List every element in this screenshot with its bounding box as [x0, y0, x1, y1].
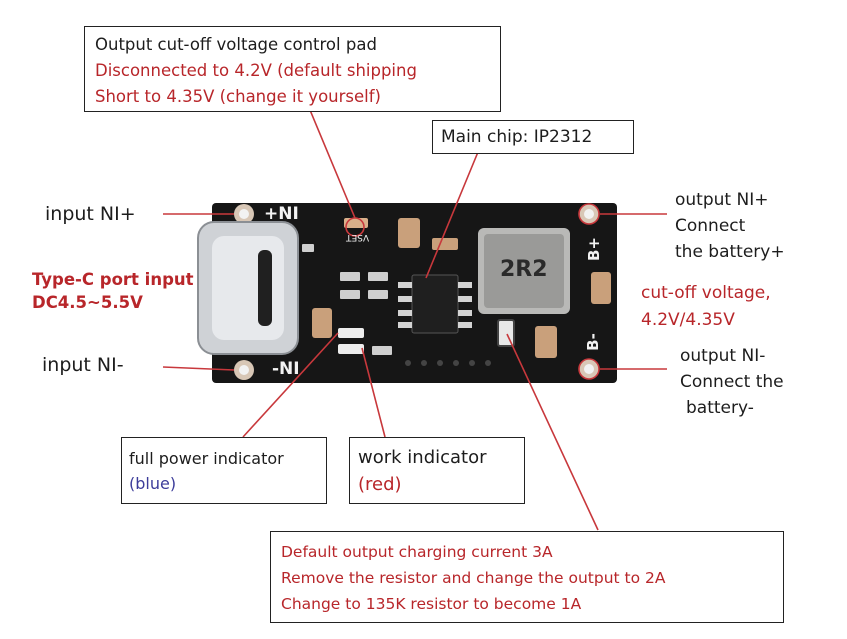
inductor-marking: 2R2 [500, 257, 548, 282]
input-pos-label: input NI+ [45, 203, 136, 225]
cutoff-voltage-values: 4.2V/4.35V [641, 310, 735, 330]
cutoff-control-pad-box: Output cut-off voltage control pad Disco… [84, 26, 501, 112]
main-chip-label: Main chip: IP2312 [441, 127, 593, 147]
output-neg-connect: Connect the [680, 372, 784, 392]
cutoff-pad-short: Short to 4.35V (change it yourself) [95, 87, 381, 106]
cutoff-voltage-label: cut-off voltage, [641, 283, 771, 303]
capacitor [535, 326, 557, 358]
cutoff-pad-title: Output cut-off voltage control pad [95, 35, 377, 54]
board-label-vset: VSET [346, 232, 370, 242]
current-1a: Change to 135K resistor to become 1A [281, 595, 582, 613]
main-chip-box: Main chip: IP2312 [432, 120, 634, 154]
current-default: Default output charging current 3A [281, 543, 553, 561]
leader-top [309, 109, 356, 219]
capacitor [398, 218, 420, 248]
output-pos-label: output NI+ [675, 190, 769, 210]
capacitor [312, 308, 332, 338]
work-label: work indicator [358, 447, 487, 468]
leader-full-power [242, 332, 339, 438]
typec-voltage-label: DC4.5~5.5V [32, 293, 143, 312]
board-label-bat-neg: B- [583, 333, 602, 351]
typec-label: Type-C port input [32, 270, 194, 289]
leader-work [361, 347, 386, 438]
board-label-bat-pos: B+ [585, 236, 604, 262]
input-neg-label: input NI- [42, 354, 124, 376]
board-label-pin-pos: +NI [264, 204, 299, 224]
charging-current-box: Default output charging current 3A Remov… [270, 531, 784, 623]
output-pos-battery: the battery+ [675, 242, 785, 262]
full-power-indicator-box: full power indicator (blue) [121, 437, 327, 504]
led-full-power [338, 328, 364, 338]
current-2a: Remove the resistor and change the outpu… [281, 569, 666, 587]
output-neg-label: output NI- [680, 346, 766, 366]
capacitor [591, 272, 611, 304]
leader-input-neg [162, 366, 235, 371]
board-label-pin-neg: -NI [272, 359, 300, 379]
led-work [338, 344, 364, 354]
output-pos-connect: Connect [675, 216, 746, 236]
main-chip [411, 274, 459, 334]
work-color: (red) [358, 474, 402, 495]
leader-chip [425, 151, 479, 279]
full-power-color: (blue) [129, 474, 177, 493]
capacitor [432, 238, 458, 250]
leader-resistor [506, 333, 599, 531]
cutoff-pad-default: Disconnected to 4.2V (default shipping [95, 61, 417, 80]
full-power-label: full power indicator [129, 449, 284, 468]
work-indicator-box: work indicator (red) [349, 437, 525, 504]
output-neg-battery: battery- [686, 398, 754, 418]
